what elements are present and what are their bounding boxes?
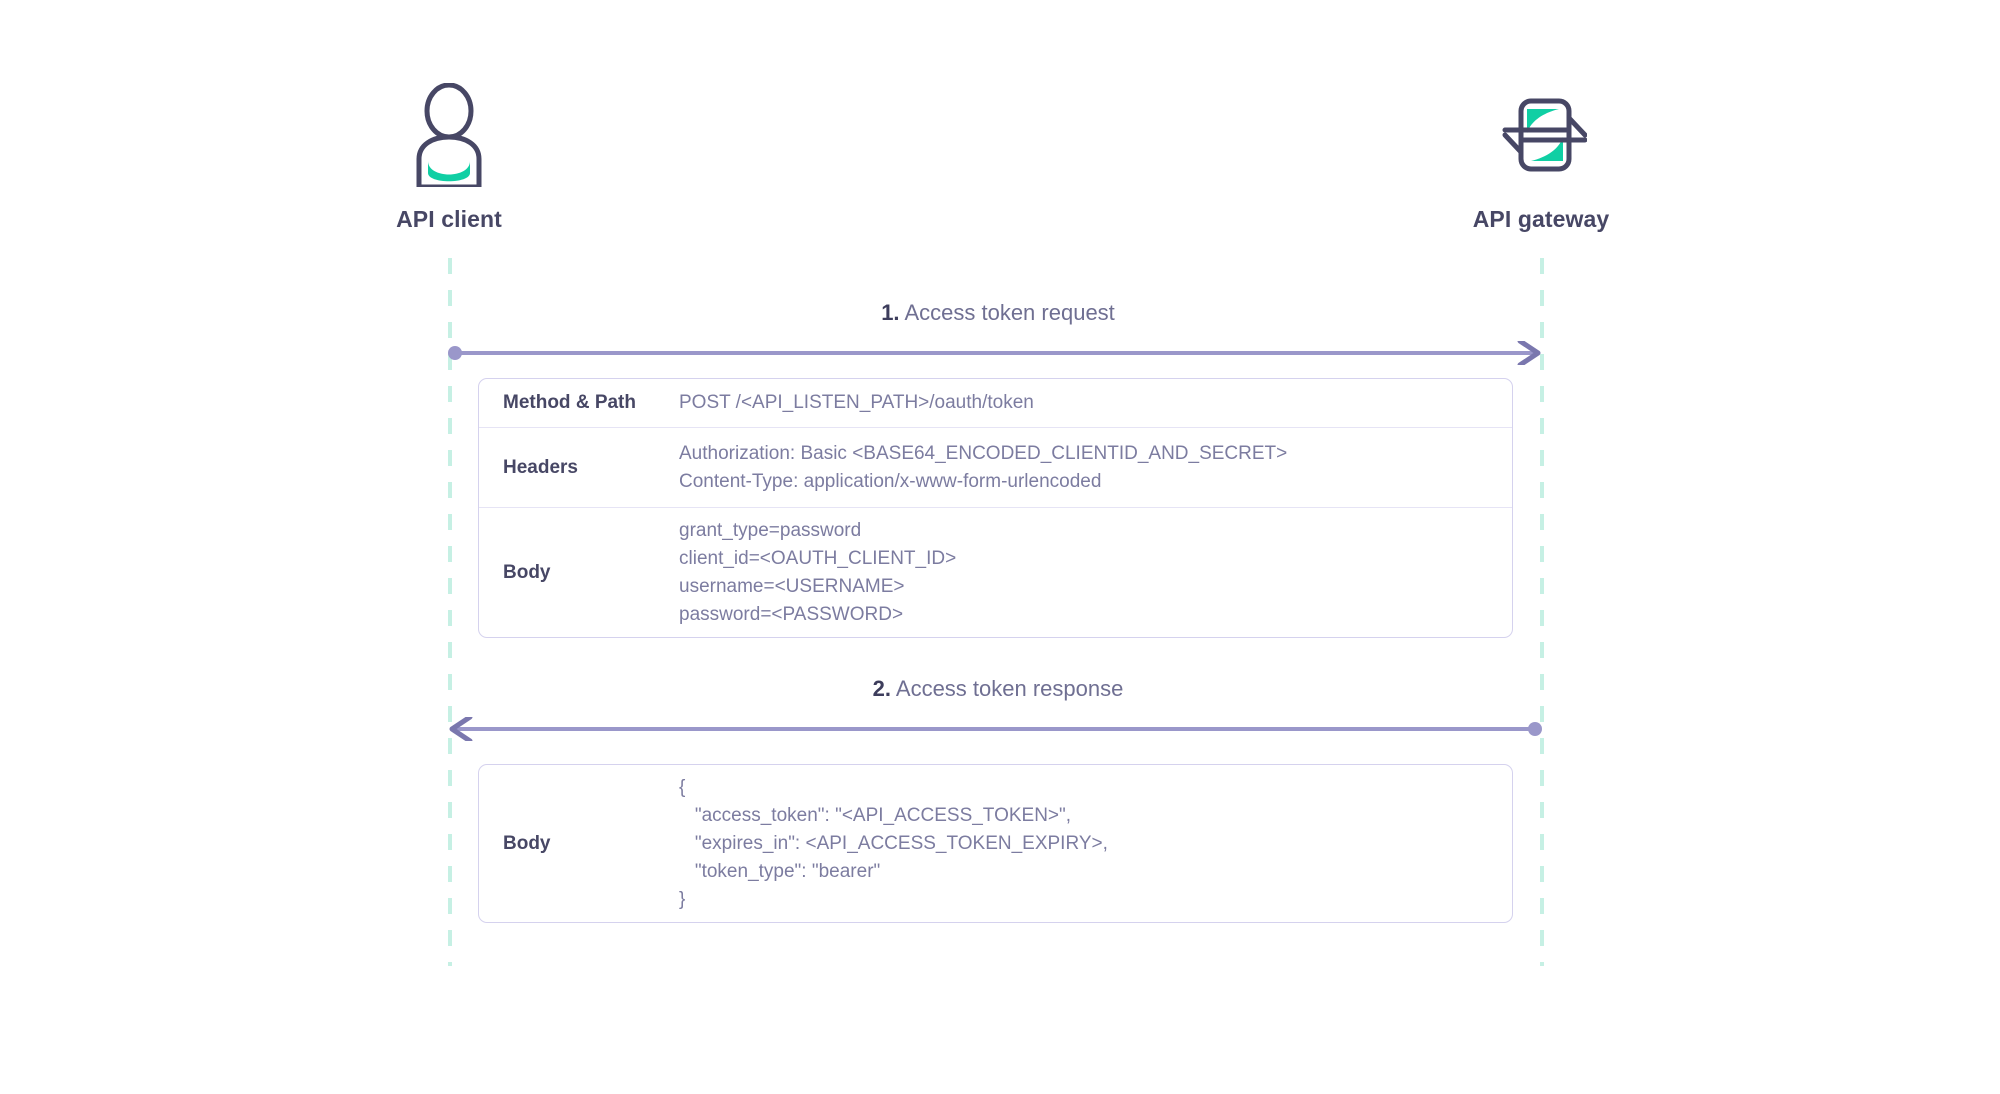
request-details-table: Method & Path POST /<API_LISTEN_PATH>/oa… bbox=[478, 378, 1513, 638]
message-number-1: 1. bbox=[881, 300, 900, 325]
actor-api-client: API client bbox=[299, 80, 599, 233]
api-gateway-exchange-icon bbox=[1391, 80, 1691, 190]
row-value-response-body: { "access_token": "<API_ACCESS_TOKEN>", … bbox=[679, 776, 1108, 910]
lifeline-api-client bbox=[448, 258, 452, 966]
actor-api-gateway: API gateway bbox=[1391, 80, 1691, 233]
table-row: Body { "access_token": "<API_ACCESS_TOKE… bbox=[479, 765, 1512, 922]
row-value-body: grant_type=password client_id=<OAUTH_CLI… bbox=[679, 519, 957, 625]
row-label-method-path: Method & Path bbox=[503, 392, 636, 413]
message-number-2: 2. bbox=[872, 676, 891, 701]
arrow-left-icon bbox=[448, 717, 1542, 741]
table-row: Method & Path POST /<API_LISTEN_PATH>/oa… bbox=[479, 379, 1512, 427]
actor-label-api-gateway: API gateway bbox=[1472, 206, 1610, 232]
message-label-2: 2. Access token response bbox=[448, 676, 1548, 702]
response-details-table: Body { "access_token": "<API_ACCESS_TOKE… bbox=[478, 764, 1513, 923]
row-label-headers: Headers bbox=[503, 456, 578, 478]
table-row: Body grant_type=password client_id=<OAUT… bbox=[479, 507, 1512, 637]
row-label-response-body: Body bbox=[503, 832, 551, 854]
message-text-2: Access token response bbox=[895, 676, 1124, 701]
message-label-1: 1. Access token request bbox=[448, 300, 1548, 326]
row-value-method-path: POST /<API_LISTEN_PATH>/oauth/token bbox=[679, 392, 1034, 413]
actor-label-api-client: API client bbox=[396, 206, 502, 232]
lifeline-api-gateway bbox=[1540, 258, 1544, 966]
user-person-icon bbox=[299, 80, 599, 190]
row-value-headers: Authorization: Basic <BASE64_ENCODED_CLI… bbox=[679, 442, 1288, 492]
arrow-right-icon bbox=[448, 341, 1542, 365]
row-label-body: Body bbox=[503, 561, 551, 583]
message-text-1: Access token request bbox=[904, 300, 1115, 325]
table-row: Headers Authorization: Basic <BASE64_ENC… bbox=[479, 427, 1512, 507]
